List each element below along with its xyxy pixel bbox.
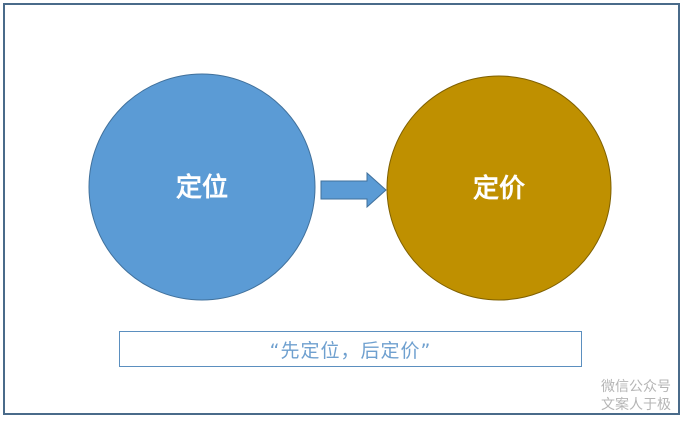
- positioning-label: 定位: [176, 172, 228, 203]
- pricing-circle: [386, 75, 612, 301]
- arrow-right-icon: [320, 171, 387, 209]
- positioning-circle: [88, 73, 316, 301]
- caption-text: “先定位，后定价”: [269, 339, 432, 362]
- caption-box: “先定位，后定价”: [119, 331, 582, 367]
- watermark: 微信公众号 文案人于极: [601, 378, 671, 414]
- watermark-line-2: 文案人于极: [601, 397, 671, 413]
- watermark-line-1: 微信公众号: [601, 379, 671, 395]
- pricing-label: 定价: [473, 173, 526, 204]
